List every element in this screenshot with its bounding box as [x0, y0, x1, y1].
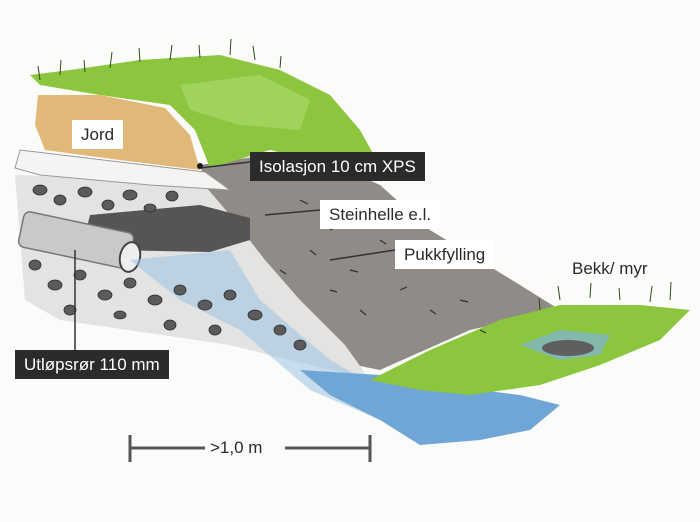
label-bekk-myr: Bekk/ myr: [572, 259, 648, 279]
label-measure: >1,0 m: [210, 438, 262, 458]
label-isolasjon: Isolasjon 10 cm XPS: [250, 152, 425, 181]
label-steinhelle: Steinhelle e.l.: [320, 200, 440, 229]
label-jord: Jord: [72, 120, 123, 149]
label-utlopsror: Utløpsrør 110 mm: [15, 350, 169, 379]
label-pukkfylling: Pukkfylling: [395, 240, 494, 269]
